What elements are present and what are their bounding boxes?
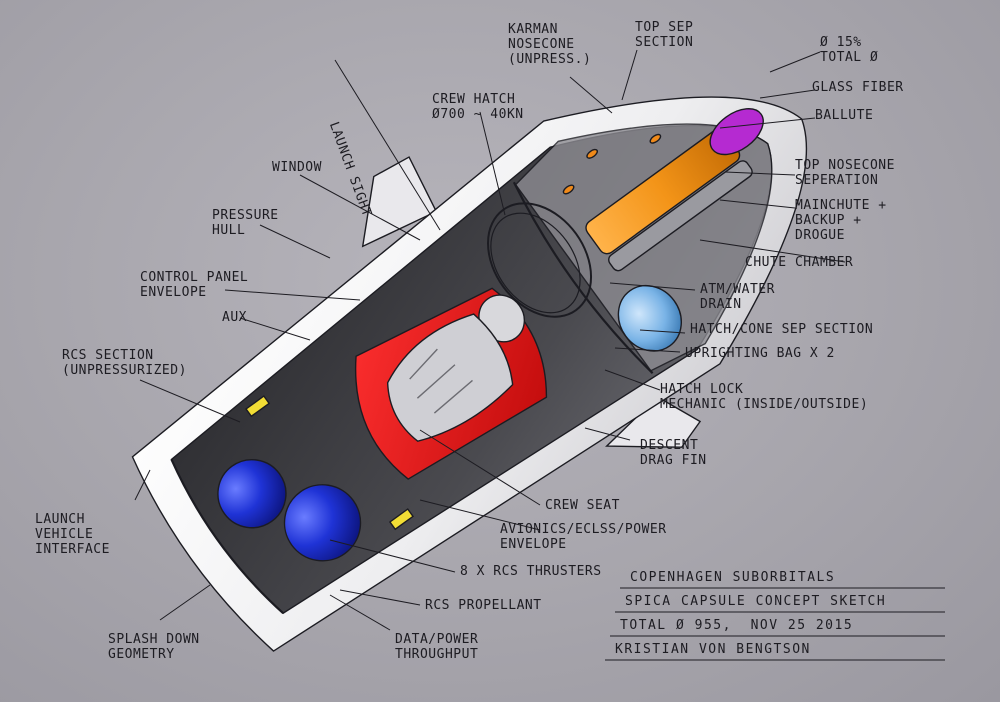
- label-rcs-thrusters: 8 x RCS thrusters: [460, 564, 602, 579]
- label-top-sep-section: Top sep section: [635, 20, 693, 50]
- label-pressure-hull: Pressure hull: [212, 208, 279, 238]
- label-glass-fiber: Glass fiber: [812, 80, 904, 95]
- label-mainchute: Mainchute + backup + drogue: [795, 198, 887, 243]
- label-splash-down: Splash down geometry: [108, 632, 200, 662]
- title-line-4: Kristian von Bengtson: [615, 642, 811, 657]
- title-line-3: Total Ø 955, Nov 25 2015: [620, 618, 853, 633]
- label-aux: AUX: [222, 310, 247, 325]
- label-window: Window: [272, 160, 322, 175]
- label-karman-nosecone: Karman nosecone (unpress.): [508, 22, 591, 67]
- label-launch-vehicle-interface: Launch vehicle interface: [35, 512, 110, 557]
- label-chute-chamber: Chute chamber: [745, 255, 853, 270]
- label-uprighting-bag: Uprighting bag x 2: [685, 346, 835, 361]
- label-descent-fin: Descent drag fin: [640, 438, 707, 468]
- label-data-power: Data/power throughput: [395, 632, 478, 662]
- label-hatch-lock: Hatch lock mechanic (inside/outside): [660, 382, 868, 412]
- title-line-1: Copenhagen Suborbitals: [630, 570, 835, 585]
- label-hatch-cone-sep: Hatch/cone sep section: [690, 322, 873, 337]
- label-top-nosecone-sep: Top nosecone seperation: [795, 158, 895, 188]
- label-avionics: Avionics/ECLSS/power envelope: [500, 522, 667, 552]
- label-ballute: Ballute: [815, 108, 873, 123]
- label-control-panel: Control panel envelope: [140, 270, 248, 300]
- label-crew-seat: Crew seat: [545, 498, 620, 513]
- title-line-2: Spica capsule concept sketch: [625, 594, 886, 609]
- label-diameter: Ø 15% total Ø: [820, 35, 878, 65]
- label-rcs-propellant: RCS propellant: [425, 598, 542, 613]
- label-rcs-section: RCS section (unpressurized): [62, 348, 187, 378]
- label-atm-water-drain: ATM/water drain: [700, 282, 775, 312]
- label-crew-hatch: Crew hatch Ø700 ~ 40kn: [432, 92, 524, 122]
